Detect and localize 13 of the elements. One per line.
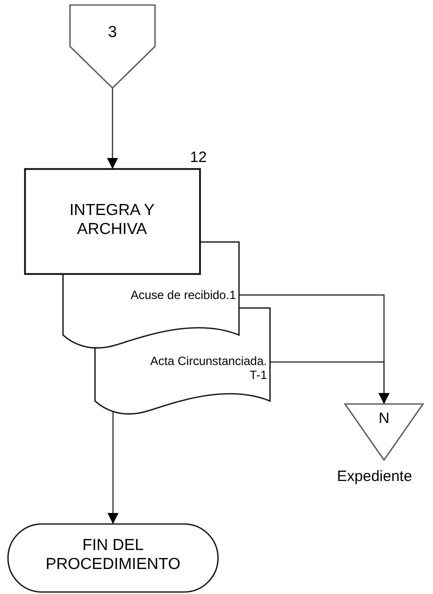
arrow [108, 410, 118, 524]
arrow [270, 361, 390, 404]
node-label: Expediente [337, 468, 412, 485]
off-page-connector [70, 5, 155, 88]
node-label: 3 [107, 23, 118, 42]
node-label: N [378, 410, 390, 428]
node-label: Acuse de recibido.1 [130, 288, 236, 302]
terminator [8, 524, 218, 592]
arrow [107, 88, 118, 169]
step-number: 12 [190, 149, 207, 166]
node-label: Acta Circunstanciada. T-1 [149, 354, 267, 383]
node-label: INTEGRA Y ARCHIVA [68, 201, 156, 240]
node-label: FIN DEL PROCEDIMIENTO [44, 536, 182, 574]
